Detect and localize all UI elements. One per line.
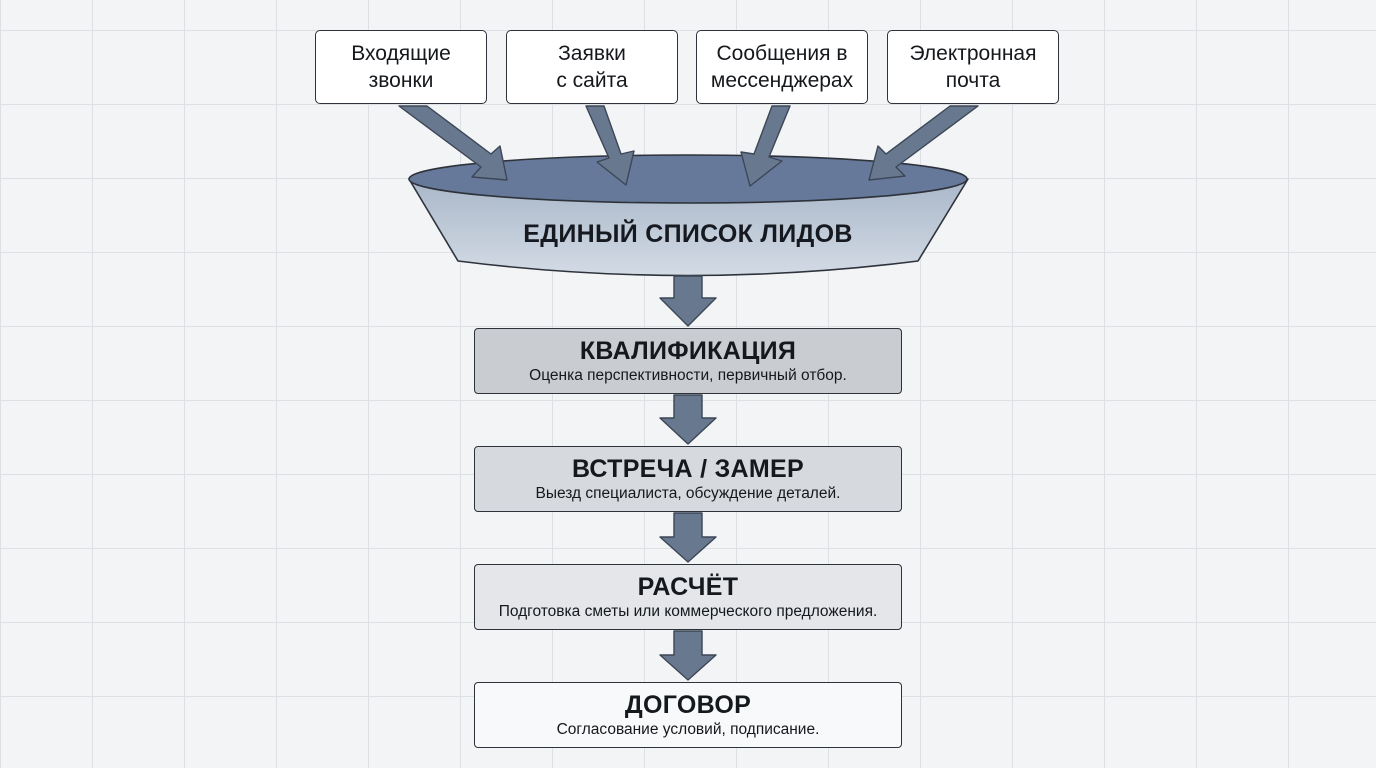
funnel-label: ЕДИНЫЙ СПИСОК ЛИДОВ xyxy=(523,220,853,248)
source-line-1: Входящие xyxy=(351,42,451,65)
source-website-requests: Заявки с сайта xyxy=(506,30,678,104)
source-line-2: звонки xyxy=(368,69,434,92)
arrow-calculation-to-contract xyxy=(659,630,717,681)
stage-contract: ДОГОВОР Согласование условий, подписание… xyxy=(474,682,902,748)
funnel-top xyxy=(408,154,968,204)
source-line-1: Заявки xyxy=(558,42,626,65)
source-incoming-calls: Входящие звонки xyxy=(315,30,487,104)
arrow-from-calls xyxy=(398,105,508,181)
stage-description: Согласование условий, подписание. xyxy=(556,721,820,738)
stage-description: Оценка перспективности, первичный отбор. xyxy=(529,367,847,384)
source-line-2: с сайта xyxy=(556,69,628,92)
stage-description: Подготовка сметы или коммерческого предл… xyxy=(498,603,878,620)
stage-description: Выезд специалиста, обсуждение деталей. xyxy=(535,485,841,502)
stage-meeting: ВСТРЕЧА / ЗАМЕР Выезд специалиста, обсуж… xyxy=(474,446,902,512)
stage-title: КВАЛИФИКАЦИЯ xyxy=(579,337,797,365)
stage-calculation: РАСЧЁТ Подготовка сметы или коммерческог… xyxy=(474,564,902,630)
source-line-2: почта xyxy=(945,69,1001,92)
stage-title: ВСТРЕЧА / ЗАМЕР xyxy=(571,455,804,483)
arrow-from-website xyxy=(585,105,635,186)
arrow-meeting-to-calculation xyxy=(659,512,717,563)
arrow-from-email xyxy=(868,105,979,181)
arrow-qualification-to-meeting xyxy=(659,394,717,445)
source-messenger-messages: Сообщения в мессенджерах xyxy=(696,30,868,104)
source-line-2: мессенджерах xyxy=(710,69,854,92)
stage-title: РАСЧЁТ xyxy=(637,573,739,601)
stage-title: ДОГОВОР xyxy=(624,691,752,719)
arrow-funnel-to-qualification xyxy=(659,275,717,327)
source-line-1: Сообщения в xyxy=(716,42,848,65)
stage-qualification: КВАЛИФИКАЦИЯ Оценка перспективности, пер… xyxy=(474,328,902,394)
source-line-1: Электронная xyxy=(909,42,1037,65)
source-email: Электронная почта xyxy=(887,30,1059,104)
arrow-from-messengers xyxy=(740,105,791,187)
